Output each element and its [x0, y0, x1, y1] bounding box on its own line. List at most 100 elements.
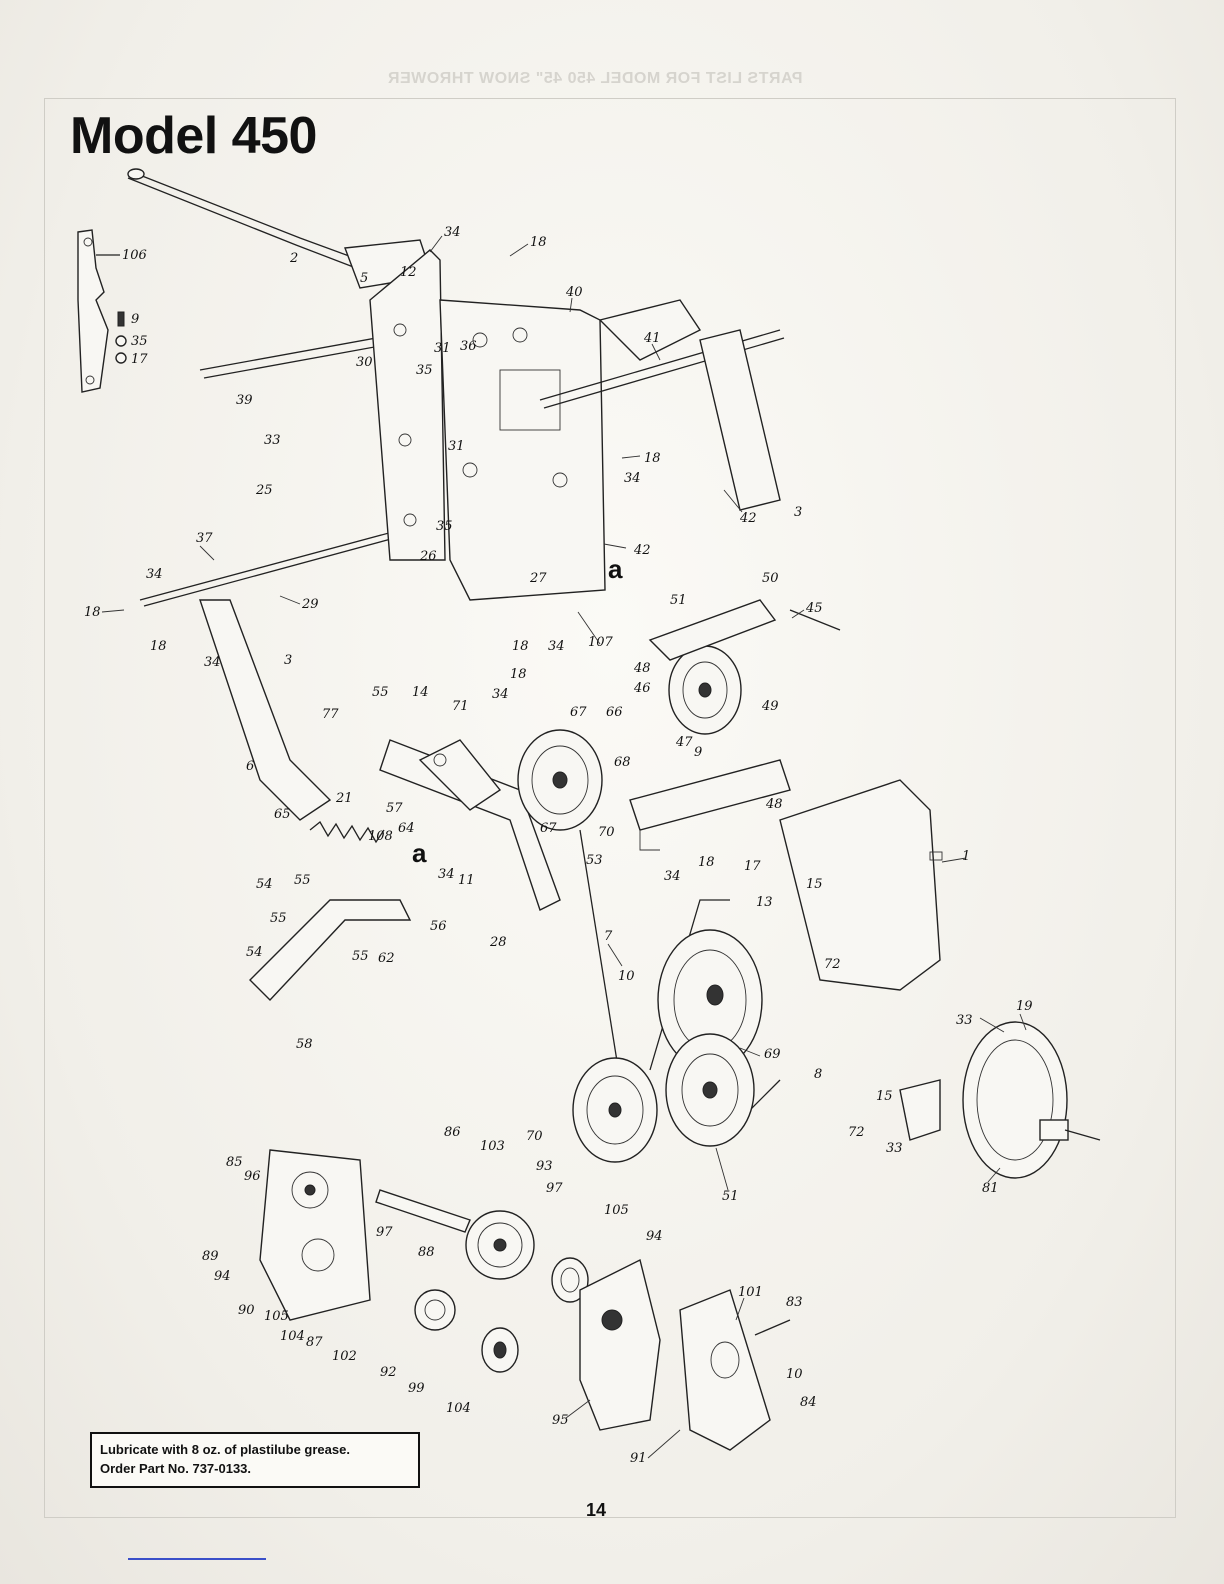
callout-45: 45 — [805, 601, 823, 616]
callout-107: 107 — [588, 635, 614, 650]
callout-91: 91 — [630, 1451, 647, 1466]
callout-33b: 33 — [956, 1013, 973, 1028]
callout-31b: 31 — [448, 439, 465, 454]
callout-31: 31 — [434, 341, 451, 356]
belt-cover-1 — [779, 779, 943, 991]
callout-83: 83 — [786, 1295, 803, 1310]
callout-25: 25 — [255, 483, 273, 498]
callout-3: 3 — [794, 505, 802, 520]
callout-104b: 104 — [446, 1401, 471, 1416]
callout-3b: 3 — [284, 653, 292, 668]
callout-13: 13 — [756, 895, 773, 910]
callout-89: 89 — [202, 1249, 219, 1264]
callout-86: 86 — [444, 1125, 461, 1140]
callout-34c: 34 — [146, 567, 163, 582]
callout-7: 7 — [604, 929, 613, 944]
callout-19: 19 — [1016, 999, 1033, 1014]
callout-72b: 72 — [848, 1125, 865, 1140]
callout-101: 101 — [738, 1285, 763, 1300]
callout-42: 42 — [739, 511, 757, 526]
callout-46: 46 — [633, 681, 651, 696]
callout-41: 41 — [643, 331, 661, 346]
callout-18c: 18 — [84, 605, 101, 620]
callout-85: 85 — [226, 1155, 243, 1170]
callout-94b: 94 — [646, 1229, 663, 1244]
lubrication-note: Lubricate with 8 oz. of plastilube greas… — [90, 1432, 420, 1488]
callout-34b: 34 — [624, 471, 641, 486]
gear-92 — [414, 1289, 456, 1331]
callout-108: 108 — [368, 829, 393, 844]
callout-26: 26 — [419, 549, 437, 564]
callout-18b: 18 — [644, 451, 661, 466]
callout-35c: 35 — [436, 519, 453, 534]
callout-15b: 15 — [876, 1089, 893, 1104]
callout-6: 6 — [246, 759, 254, 774]
callout-21: 21 — [335, 791, 353, 806]
callout-33: 33 — [264, 433, 281, 448]
callout-39: 39 — [236, 393, 253, 408]
callout-5: 5 — [360, 271, 368, 286]
callout-95: 95 — [552, 1413, 569, 1428]
callout-8: 8 — [814, 1067, 822, 1082]
callout-57: 57 — [386, 801, 403, 816]
pulley-67-70 — [517, 729, 603, 831]
callout-106: 106 — [122, 248, 147, 263]
callout-53: 53 — [586, 853, 603, 868]
callout-97: 97 — [546, 1181, 563, 1196]
lever-58 — [249, 899, 412, 1002]
callout-71: 71 — [452, 699, 469, 714]
callout-28: 28 — [489, 935, 507, 950]
callout-87: 87 — [306, 1335, 323, 1350]
callout-67b: 67 — [540, 821, 557, 836]
crank-arm-3 — [199, 599, 332, 821]
callout-67: 67 — [570, 705, 587, 720]
bracket-106 — [77, 229, 120, 393]
callout-51b: 51 — [722, 1189, 739, 1204]
gearbox-81 — [899, 1021, 1101, 1179]
callout-88: 88 — [418, 1245, 435, 1260]
idler-pulley-51 — [648, 599, 841, 735]
callout-1: 1 — [962, 849, 970, 864]
callout-labels: 106 9 35 17 34 18 2 12 5 40 41 31 36 30 … — [84, 225, 1033, 1466]
callout-18g: 18 — [698, 855, 715, 870]
callout-34g: 34 — [664, 869, 681, 884]
callout-30: 30 — [356, 355, 373, 370]
callout-49: 49 — [761, 699, 779, 714]
callout-77: 77 — [322, 707, 339, 722]
support-plate-left — [369, 249, 446, 561]
callout-34h: 34 — [438, 867, 455, 882]
callout-99: 99 — [408, 1381, 425, 1396]
callout-a-upper: a — [608, 554, 623, 584]
callout-55d: 55 — [352, 949, 369, 964]
bottom-link-rule — [128, 1558, 266, 1560]
callout-15: 15 — [806, 877, 823, 892]
callout-17b: 17 — [744, 859, 761, 874]
callout-97b: 97 — [376, 1225, 393, 1240]
callout-40: 40 — [565, 285, 583, 300]
callout-9b: 9 — [694, 745, 702, 760]
callout-84: 84 — [800, 1395, 817, 1410]
callout-47: 47 — [675, 735, 693, 750]
page-frame — [44, 98, 1176, 1518]
callout-34f: 34 — [492, 687, 509, 702]
note-line-2: Order Part No. 737-0133. — [100, 1461, 252, 1476]
callout-70b: 70 — [526, 1129, 543, 1144]
callout-18f: 18 — [510, 667, 527, 682]
callout-34e: 34 — [548, 639, 565, 654]
callout-29: 29 — [301, 597, 319, 612]
callout-18d: 18 — [150, 639, 167, 654]
callout-10b: 10 — [786, 1367, 803, 1382]
page-title: Model 450 — [70, 107, 317, 165]
callout-34: 34 — [444, 225, 461, 240]
callout-102: 102 — [332, 1349, 357, 1364]
callout-81: 81 — [982, 1181, 999, 1196]
callout-37: 37 — [196, 531, 213, 546]
callout-34d: 34 — [204, 655, 221, 670]
callout-68: 68 — [614, 755, 631, 770]
callout-56: 56 — [430, 919, 447, 934]
callout-65: 65 — [274, 807, 291, 822]
callout-48: 48 — [633, 661, 651, 676]
callout-35: 35 — [131, 334, 148, 349]
bearing-105 — [551, 1257, 589, 1303]
